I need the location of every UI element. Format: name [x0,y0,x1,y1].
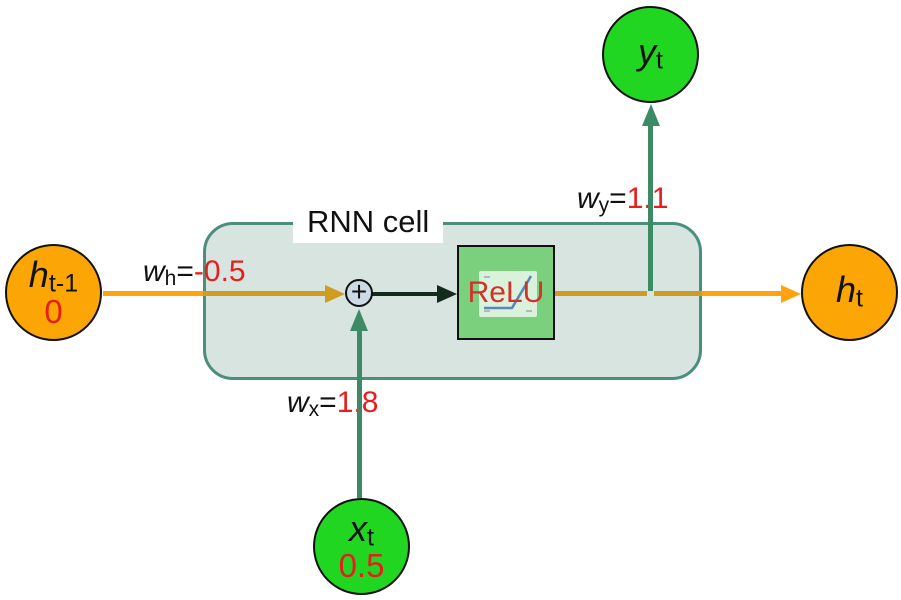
output-line-outside [702,291,781,296]
node-x-t-value: 0.5 [338,546,385,584]
weight-label-wy: wy=1.1 [577,182,668,217]
output-line-inside-left [555,291,647,296]
node-h-prev-value: 0 [44,292,63,330]
sum-node: + [345,276,373,307]
weight-label-wh: wh=-0.5 [143,255,246,290]
h-t-arrowhead-icon [781,284,801,303]
y-output-line [648,126,653,291]
x-input-arrowhead-icon [350,309,368,331]
weight-label-wx: wx=1.8 [287,386,378,421]
rnn-cell-title: RNN cell [293,201,444,243]
sum-to-relu-arrowhead-icon [437,284,457,303]
y-output-arrowhead-icon [642,104,660,126]
h-prev-arrowhead-icon [325,284,345,303]
node-h-prev-label: ht-1 [28,253,79,298]
node-x-t-label: xt [349,507,374,552]
x-input-line [357,331,362,498]
h-prev-line-outside [103,291,203,296]
node-h-t: ht [801,244,898,341]
relu-curve-icon [479,271,537,317]
plus-icon: + [350,276,368,307]
h-prev-line-inside [203,291,325,296]
relu-label: ReLU [467,275,545,309]
node-h-prev: ht-1 0 [5,244,102,341]
output-line-inside-right [654,291,702,296]
node-y-t-label: yt [638,31,663,75]
relu-activation-box: ReLU [457,245,555,340]
sum-to-relu-line [372,291,437,296]
node-y-t: yt [602,6,699,103]
node-h-t-label: ht [835,269,864,313]
node-x-t: xt 0.5 [313,498,410,595]
